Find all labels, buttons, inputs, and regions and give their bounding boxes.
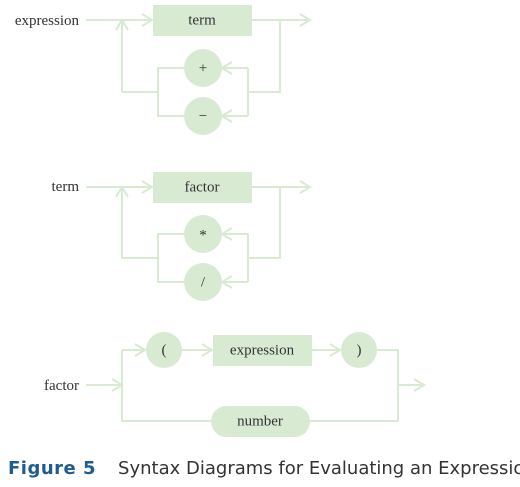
factor-diagram: factor ( expression ) number (44, 332, 426, 437)
term-factor-text: factor (185, 179, 220, 195)
factor-expression-text: expression (230, 342, 295, 358)
expression-plus-text: + (199, 60, 207, 76)
expression-minus-node (184, 97, 222, 135)
expression-plus-node (184, 49, 222, 87)
expression-entry-arrow (141, 13, 154, 27)
term-loop-left (121, 187, 158, 259)
figure-caption: Figure 5 Syntax Diagrams for Evaluating a… (8, 458, 520, 479)
factor-lparen-node (146, 332, 182, 368)
term-loop-left-branch (157, 233, 184, 283)
term-factor-node (153, 172, 252, 203)
factor-expression-node (213, 335, 312, 366)
factor-exit-arrow (413, 378, 426, 392)
factor-rparen-node (341, 332, 377, 368)
expression-minus-text: − (199, 108, 207, 124)
expression-loop-left (121, 20, 158, 93)
expression-loop-left-branch (157, 67, 184, 117)
figure-number: Figure 5 (8, 458, 97, 479)
expression-term-node (153, 5, 252, 36)
expression-loop-arrow (115, 18, 129, 31)
term-loop-arrow (115, 185, 129, 198)
factor-rparen-text: ) (357, 342, 362, 358)
figure-title: Syntax Diagrams for Evaluating an Expres… (118, 458, 520, 479)
factor-expression-arrow (201, 343, 214, 357)
term-exit-arrow (299, 180, 312, 194)
expression-exit-arrow (299, 13, 312, 27)
term-times-text: * (199, 227, 207, 243)
term-rule-label: term (52, 179, 80, 195)
factor-number-text: number (237, 413, 283, 429)
factor-rule-label: factor (44, 378, 79, 394)
expression-term-text: term (188, 12, 216, 28)
term-divide-text: / (201, 274, 206, 290)
term-entry-arrow (141, 180, 154, 194)
factor-rparen-arrow (329, 343, 342, 357)
term-loop-right (248, 187, 281, 259)
expression-loop-right (248, 20, 281, 93)
factor-lparen-text: ( (162, 342, 167, 358)
factor-lparen-arrow (134, 343, 147, 357)
syntax-diagrams: expression term + − term factor (15, 5, 426, 437)
factor-number-node (211, 406, 310, 437)
expression-rule-label: expression (15, 13, 80, 29)
term-times-node (184, 215, 222, 253)
term-divide-node (184, 263, 222, 301)
factor-upper-exit (377, 349, 399, 421)
term-diagram: term factor * / (52, 172, 312, 301)
expression-diagram: expression term + − (15, 5, 312, 135)
